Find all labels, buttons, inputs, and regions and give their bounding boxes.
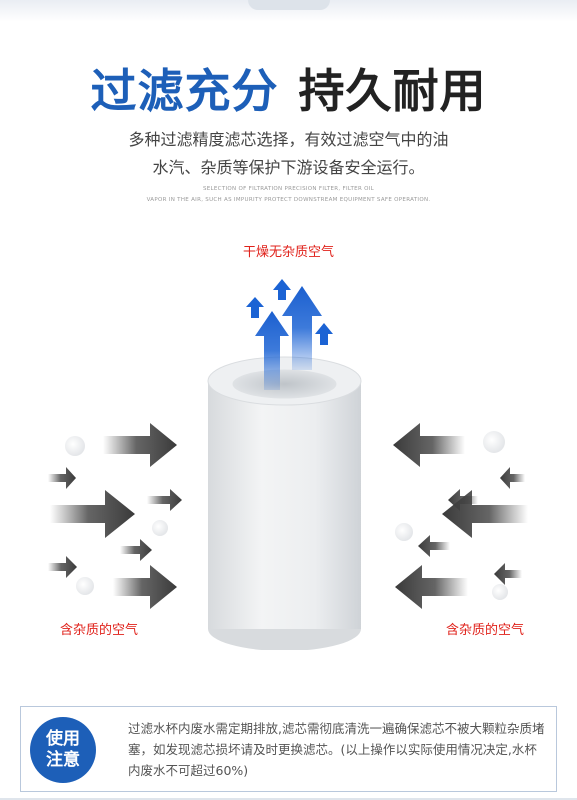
outflow-arrows [246,279,333,390]
english-caption: SELECTION OF FILTRATION PRECISION FILTER… [0,184,577,206]
inlet-air-label-left: 含杂质的空气 [60,623,139,638]
english-caption-line-2: VAPOR IN THE AIR, SUCH AS IMPURITY PROTE… [146,197,431,203]
usage-notice-box [20,706,557,792]
headline-primary: 过滤充分 [90,64,279,118]
bottom-divider [0,798,577,800]
top-bar [0,0,577,22]
usage-notice-text: 过滤水杯内废水需定期排放,滤芯需彻底清洗一遍确保滤芯不被大颗粒杂质堵塞，如发现滤… [128,721,545,778]
top-bar-tab [248,0,330,10]
usage-notice-badge: 使用注意 [30,717,96,783]
right-inflow-arrows [393,423,528,609]
filter-illustration [48,279,528,650]
usage-notice-badge-text: 使用注意 [46,729,80,770]
outlet-air-label: 干燥无杂质空气 [242,245,334,260]
particle-bubbles [65,431,508,600]
subtitle-line-1: 多种过滤精度滤芯选择，有效过滤空气中的油 [128,130,449,149]
headline-secondary: 持久耐用 [298,64,487,118]
filter-cartridge [207,356,362,650]
subtitle: 多种过滤精度滤芯选择，有效过滤空气中的油 水汽、杂质等保护下游设备安全运行。 [0,126,577,182]
headline: 过滤充分持久耐用 [0,55,577,121]
subtitle-line-2: 水汽、杂质等保护下游设备安全运行。 [152,158,425,177]
english-caption-line-1: SELECTION OF FILTRATION PRECISION FILTER… [202,186,375,192]
left-inflow-arrows [48,423,182,609]
inlet-air-label-right: 含杂质的空气 [446,623,525,638]
